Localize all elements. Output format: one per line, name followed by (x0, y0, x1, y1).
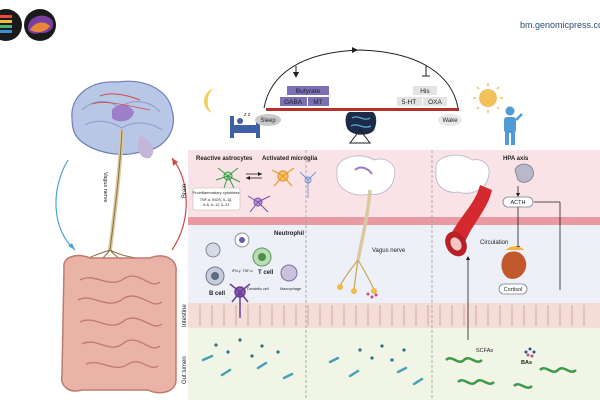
blood-vessel (445, 185, 492, 257)
cytokines-title: Proinflammatory cytokines (193, 190, 240, 195)
butyrate-label: Butyrate (296, 88, 321, 95)
acth-label: ACTH (511, 200, 526, 206)
brain-to-gut-arrow (171, 157, 187, 251)
his-label: His (420, 88, 430, 95)
oxa-box (423, 97, 447, 106)
brain-outline-col2 (336, 155, 396, 196)
macrophage-cell (280, 264, 298, 282)
balance-bar (266, 108, 459, 111)
sun-icon (473, 83, 503, 113)
wake-node (438, 114, 462, 126)
serotonin-box (397, 97, 422, 106)
cortisol-label: Cortisol (504, 287, 523, 293)
brain-outline-col3 (435, 154, 490, 194)
person-icon (504, 106, 523, 145)
row-label-lumen: Gut lumen (182, 356, 188, 384)
pituitary-icon (514, 163, 534, 183)
vagus-nerve-label: Vagus nerve (372, 248, 406, 254)
scfas-label: SCFAs (476, 348, 493, 354)
svg-text:z z: z z (244, 112, 251, 118)
journal-url[interactable]: bm.genomicpress.co (520, 20, 600, 30)
lumen-band (188, 328, 600, 400)
butyrate-box (287, 86, 329, 95)
dendritic-cell (229, 283, 251, 318)
ifn-label: IFN-γ, TNF-α (232, 269, 253, 273)
gut-illustration (60, 254, 177, 394)
brain-band (188, 150, 600, 224)
b-cell-label: B cell (209, 291, 225, 297)
intestine-icon (345, 112, 377, 135)
row-label-intestine: Intestine (182, 304, 188, 327)
journal-logo (0, 9, 56, 41)
left-brain-illustration (71, 80, 174, 159)
reactive-astrocytes-label: Reactive astrocytes (196, 156, 253, 162)
microglia-cell (271, 167, 295, 187)
neutrophil-label: Neutrophil (274, 231, 304, 237)
his-box (413, 86, 437, 95)
cytokines-box (192, 187, 241, 211)
brain-border (188, 217, 600, 225)
middle-band (188, 225, 600, 303)
mt-box (308, 97, 329, 106)
b-cell-antibody (205, 242, 221, 258)
cytokines-list-1: TNF-α, INOS, IL-1β, (200, 198, 232, 202)
gut-to-brain-arrow (55, 159, 76, 251)
moon-icon (203, 88, 214, 113)
adrenal-kidney-icon (501, 246, 527, 279)
hpa-axis-label: HPA axis (503, 156, 529, 162)
cortisol-box (498, 283, 528, 295)
circulation-label: Circulation (480, 240, 508, 246)
fulcrum-triangle (348, 129, 372, 144)
intestine-band (188, 303, 600, 328)
bed-icon: z z (230, 112, 260, 138)
purple-glia-cell (247, 195, 271, 213)
row-label-brain: Brain (182, 184, 188, 198)
macrophage-label: Macrophage (280, 287, 301, 291)
wake-label: Wake (442, 118, 458, 124)
gaba-box (280, 97, 307, 106)
t-cell-label: T cell (258, 270, 274, 276)
vagus-signal-glow (337, 284, 377, 294)
vagus-label-left: Vagus nerve (102, 172, 108, 202)
serotonin-label: 5-HT (402, 99, 416, 106)
signal-molecules (366, 292, 378, 299)
sleep-label: Sleep (260, 118, 276, 124)
oxa-label: OXA (428, 99, 442, 106)
neuron-cell (299, 171, 317, 198)
bas-label: BAs (521, 360, 532, 366)
mt-label: MT (313, 99, 322, 106)
cytokines-list-2: IL-6, IL-12, IL-23 (203, 203, 230, 207)
astrocyte-cell (215, 167, 241, 189)
sleep-node (255, 114, 281, 126)
bacteria-cluster (201, 338, 577, 389)
intestine-villi (199, 305, 585, 326)
activated-microglia-label: Activated microglia (262, 156, 318, 162)
dendritic-cell-label: Dendritic cell (247, 287, 269, 291)
cycle-arc (263, 49, 459, 109)
vagus-nerve-col2 (356, 189, 372, 261)
gaba-label: GABA (284, 99, 303, 106)
